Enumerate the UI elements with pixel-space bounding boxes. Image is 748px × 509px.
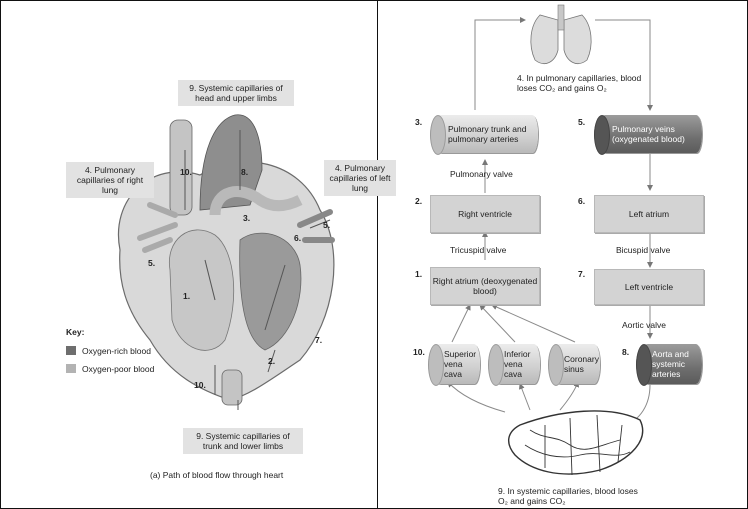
valve-bicuspid: Bicuspid valve bbox=[616, 245, 670, 255]
step-5-text: Pulmonary veins (oxygenated blood) bbox=[594, 124, 702, 144]
step-10-inferior-vena-cava: Inferior vena cava bbox=[488, 344, 540, 384]
valve-tricuspid: Tricuspid valve bbox=[450, 245, 506, 255]
lungs-description: 4. In pulmonary capillaries, blood loses… bbox=[517, 73, 657, 93]
step-10-number: 10. bbox=[413, 347, 425, 357]
step-7-left-ventricle: Left ventricle bbox=[594, 269, 704, 305]
step-8-aorta: Aorta and systemic arteries bbox=[636, 344, 702, 384]
step-5-number: 5. bbox=[578, 117, 585, 127]
step-3-pulmonary-trunk: Pulmonary trunk and pulmonary arteries bbox=[430, 115, 538, 153]
systemic-capillary-bed bbox=[509, 411, 643, 475]
step-5-pulmonary-veins: Pulmonary veins (oxygenated blood) bbox=[594, 115, 702, 153]
step-7-number: 7. bbox=[578, 269, 585, 279]
lungs-icon bbox=[531, 5, 591, 64]
step-8-number: 8. bbox=[622, 347, 629, 357]
step-2-number: 2. bbox=[415, 196, 422, 206]
step-1-right-atrium: Right atrium (deoxygenated blood) bbox=[430, 267, 540, 305]
step-10-coronary-sinus: Coronary sinus bbox=[548, 344, 600, 384]
valve-pulmonary: Pulmonary valve bbox=[450, 169, 513, 179]
step-10-superior-vena-cava: Superior vena cava bbox=[428, 344, 480, 384]
systemic-capillaries-description: 9. In systemic capillaries, blood loses … bbox=[498, 486, 648, 506]
step-3-text: Pulmonary trunk and pulmonary arteries bbox=[430, 124, 538, 144]
step-2-right-ventricle: Right ventricle bbox=[430, 195, 540, 233]
valve-aortic: Aortic valve bbox=[622, 320, 666, 330]
step-3-number: 3. bbox=[415, 117, 422, 127]
step-1-number: 1. bbox=[415, 269, 422, 279]
step-6-number: 6. bbox=[578, 196, 585, 206]
step-6-left-atrium: Left atrium bbox=[594, 195, 704, 233]
